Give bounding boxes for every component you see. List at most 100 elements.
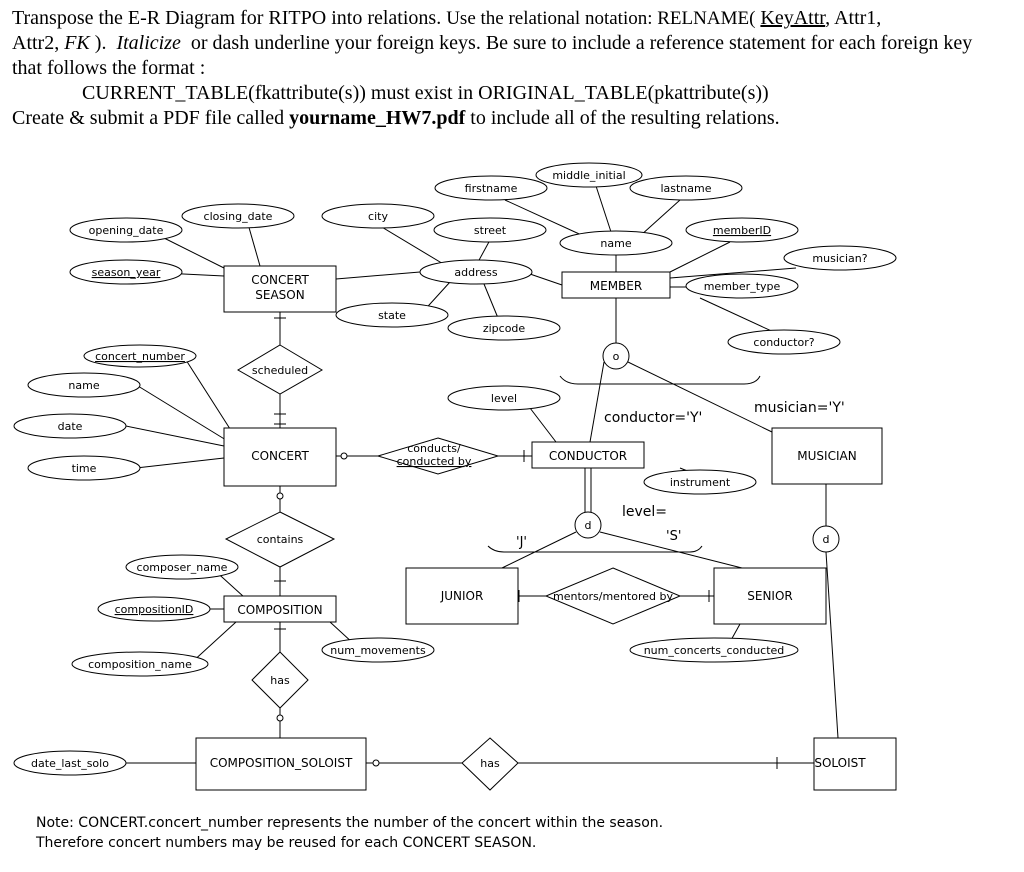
svg-text:season_year: season_year	[92, 266, 161, 279]
rel-has-soloist: has	[461, 737, 519, 791]
entity-composition-soloist: COMPOSITION_SOLOIST	[195, 737, 367, 791]
rel-scheduled: scheduled	[237, 344, 323, 395]
svg-text:contains: contains	[257, 533, 304, 546]
level-condition: level=	[622, 504, 667, 520]
svg-text:compositionID: compositionID	[115, 603, 194, 616]
svg-text:num_concerts_conducted: num_concerts_conducted	[644, 644, 785, 657]
svg-text:name: name	[68, 379, 99, 392]
svg-text:concert_number: concert_number	[95, 350, 185, 363]
svg-text:name: name	[600, 237, 631, 250]
specialization: o d d conductor='Y' musician='Y' level= …	[516, 342, 845, 553]
entity-conductor: CONDUCTOR	[531, 441, 645, 469]
relationships: scheduled conducts/ conducted by contain…	[224, 344, 682, 791]
svg-text:d: d	[823, 533, 830, 546]
svg-text:CONCERT: CONCERT	[251, 273, 309, 287]
attr-conductor-flag: conductor?	[727, 329, 841, 355]
attr-city: city	[321, 203, 435, 229]
instruction-text: , Attr1,	[825, 7, 882, 29]
note-line-2: Therefore concert numbers may be reused …	[36, 835, 537, 851]
attr-season-year: season_year	[69, 259, 183, 285]
svg-text:d: d	[585, 519, 592, 532]
attr-composer-name: composer_name	[125, 554, 239, 580]
attr-opening-date: opening_date	[69, 217, 183, 243]
svg-text:MEMBER: MEMBER	[590, 279, 642, 293]
entity-senior: SENIOR	[713, 567, 827, 625]
diagram-note: Note: CONCERT.concert_number represents …	[36, 813, 663, 853]
attr-concert-number: concert_number	[83, 344, 197, 368]
instruction-text: ).	[94, 32, 107, 54]
member-overlap-circle: o	[602, 342, 630, 370]
svg-text:level: level	[491, 392, 517, 405]
svg-text:conducts/: conducts/	[407, 442, 461, 455]
svg-text:has: has	[480, 757, 500, 770]
attr-closing-date: closing_date	[181, 203, 295, 229]
attr-memberid: memberID	[685, 217, 799, 243]
svg-text:COMPOSITION: COMPOSITION	[237, 603, 322, 617]
rel-has-composition: has	[251, 651, 309, 709]
attr-address: address	[419, 259, 533, 285]
filename: yourname_HW7.pdf	[289, 107, 466, 129]
svg-text:closing_date: closing_date	[204, 210, 273, 223]
rel-contains: contains	[224, 511, 336, 568]
svg-text:SENIOR: SENIOR	[747, 589, 793, 603]
svg-text:address: address	[454, 266, 497, 279]
svg-text:o: o	[613, 350, 620, 363]
attributes: middle_initial firstname lastname closin…	[13, 162, 897, 776]
junior-value: 'J'	[516, 535, 527, 550]
svg-text:MUSICIAN: MUSICIAN	[797, 449, 856, 463]
specialization-marks	[274, 317, 778, 769]
instruction-text: to include all of the resulting relation…	[470, 107, 780, 129]
svg-text:member_type: member_type	[704, 280, 781, 293]
attr-state: state	[335, 302, 449, 328]
svg-text:musician?: musician?	[812, 252, 867, 265]
attr-firstname: firstname	[434, 175, 548, 201]
svg-text:date_last_solo: date_last_solo	[31, 757, 109, 770]
attr-musician-flag: musician?	[783, 245, 897, 271]
key-attr-example: KeyAttr	[760, 7, 826, 29]
attr-zipcode: zipcode	[447, 315, 561, 341]
instruction-text: or dash underline your foreign keys. Be …	[190, 32, 973, 54]
svg-text:conductor?: conductor?	[753, 336, 814, 349]
musician-condition: musician='Y'	[754, 400, 845, 416]
svg-text:SEASON: SEASON	[255, 288, 304, 302]
svg-text:scheduled: scheduled	[252, 364, 308, 377]
conductor-condition: conductor='Y'	[604, 410, 702, 426]
svg-text:JUNIOR: JUNIOR	[440, 589, 484, 603]
svg-text:mentors/mentored by: mentors/mentored by	[553, 590, 673, 603]
instruction-line-2: Attr2, FK ). Italicize or dash underline…	[12, 31, 1017, 56]
svg-text:has: has	[270, 674, 290, 687]
rel-mentors: mentors/mentored by	[544, 567, 682, 625]
svg-text:street: street	[474, 224, 507, 237]
attr-time: time	[27, 455, 141, 481]
entity-member: MEMBER	[561, 271, 671, 299]
attr-lastname: lastname	[629, 175, 743, 201]
entity-concert: CONCERT	[223, 427, 337, 487]
svg-text:time: time	[72, 462, 97, 475]
svg-text:date: date	[58, 420, 83, 433]
attr-composition-name: composition_name	[71, 651, 209, 677]
svg-text:lastname: lastname	[660, 182, 711, 195]
fk-example: FK	[64, 32, 90, 54]
instruction-text: Transpose the E-R Diagram for RITPO into…	[12, 7, 442, 29]
note-line-1: Note: CONCERT.concert_number represents …	[36, 815, 664, 831]
svg-text:num_movements: num_movements	[330, 644, 426, 657]
svg-text:composition_name: composition_name	[88, 658, 192, 671]
conductor-disjoint-circle: d	[574, 511, 602, 539]
svg-text:middle_initial: middle_initial	[552, 169, 625, 182]
attr-member-type: member_type	[685, 273, 799, 299]
instruction-text: Use the relational notation: RELNAME(	[446, 8, 756, 29]
instruction-line-1: Transpose the E-R Diagram for RITPO into…	[12, 6, 1017, 31]
attr-compositionid: compositionID	[97, 596, 211, 622]
svg-text:conducted by: conducted by	[397, 455, 472, 468]
entity-composition: COMPOSITION	[223, 595, 337, 623]
svg-text:opening_date: opening_date	[89, 224, 164, 237]
attr-num-movements: num_movements	[321, 637, 435, 663]
entity-concert-season: CONCERT SEASON	[223, 265, 337, 313]
italicize-text: Italicize	[116, 32, 181, 54]
attr-level: level	[447, 385, 561, 411]
attr-street: street	[433, 217, 547, 243]
attr-date: date	[13, 413, 127, 439]
svg-text:CONCERT: CONCERT	[251, 449, 309, 463]
attr-date-last-solo: date_last_solo	[13, 750, 127, 776]
